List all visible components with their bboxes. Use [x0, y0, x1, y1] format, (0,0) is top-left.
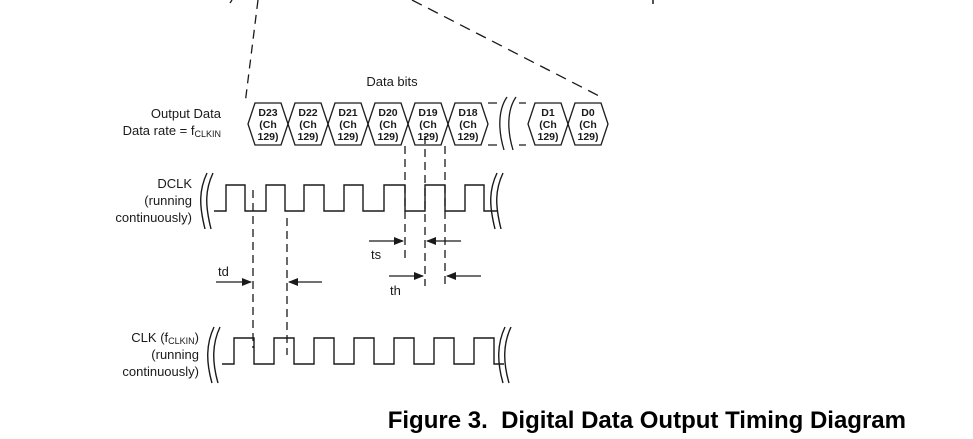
dclk-label: DCLK — [157, 176, 192, 191]
data-cell-channel: (Ch — [419, 119, 437, 131]
zoom-guide-left — [244, 0, 259, 105]
clk-signal — [222, 337, 504, 365]
clk-break-right — [498, 326, 506, 384]
data-cell-channel: (Ch — [459, 119, 477, 131]
data-cell-channel-number: 129) — [417, 131, 438, 143]
data-cell-bit: D23 — [258, 107, 277, 119]
zoom-guide-top-left-tick — [229, 0, 233, 4]
data-cell-channel-number: 129) — [537, 131, 558, 143]
figure-title: Figure 3. Digital Data Output Timing Dia… — [388, 407, 906, 434]
data-cell-outline — [447, 102, 489, 146]
data-bits-label: Data bits — [366, 74, 418, 89]
data-rate-label: Data rate = fCLKIN — [123, 123, 221, 139]
clk-break-right-2 — [504, 326, 512, 384]
data-cell-channel: (Ch — [299, 119, 317, 131]
clk-break-left-2 — [213, 326, 221, 384]
th-label: th — [390, 283, 401, 298]
data-cell-bit: D19 — [418, 107, 437, 119]
clk-label: CLK (fCLKIN) — [131, 330, 199, 346]
td-label: td — [218, 264, 229, 279]
data-cell-channel-number: 129) — [297, 131, 318, 143]
dclk-break-left-2 — [206, 172, 214, 230]
zoom-guide-right — [411, 0, 604, 99]
dclk-break-right-2 — [496, 172, 504, 230]
output-data-label: Output Data — [151, 106, 222, 121]
data-rate-prefix: Data rate = f — [123, 123, 195, 138]
clk-break-left — [207, 326, 215, 384]
data-cell-channel-number: 129) — [337, 131, 358, 143]
data-cell-bit: D21 — [338, 107, 357, 119]
data-cell-channel-number: 129) — [577, 131, 598, 143]
dclk-break-right — [490, 172, 498, 230]
data-rate-subscript: CLKIN — [194, 129, 221, 139]
data-cell-channel-number: 129) — [257, 131, 278, 143]
data-cell-channel-number: 129) — [377, 131, 398, 143]
clk-label-prefix: CLK (f — [131, 330, 168, 345]
clk-label-suffix: ) — [195, 330, 199, 345]
data-bus-break — [488, 96, 526, 151]
dclk-label-running: (running — [144, 193, 192, 208]
output-data-cells: D23(Ch129)D22(Ch129)D21(Ch129)D20(Ch129)… — [247, 102, 609, 146]
data-cell-bit: D0 — [581, 107, 595, 119]
clk-waveform — [207, 326, 512, 384]
data-cell-channel: (Ch — [379, 119, 397, 131]
ts-label: ts — [371, 247, 382, 262]
data-cell-channel: (Ch — [259, 119, 277, 131]
data-cell-channel: (Ch — [339, 119, 357, 131]
clk-label-subscript: CLKIN — [168, 336, 195, 346]
data-cell-channel: (Ch — [539, 119, 557, 131]
clk-label-running: (running — [151, 347, 199, 362]
dclk-label-continuously: continuously) — [115, 210, 192, 225]
clk-label-continuously: continuously) — [122, 364, 199, 379]
data-cell-bit: D22 — [298, 107, 317, 119]
data-cell-bit: D1 — [541, 107, 555, 119]
dclk-signal — [214, 184, 497, 212]
dclk-break-left — [200, 172, 208, 230]
data-cell-channel-number: 129) — [457, 131, 478, 143]
data-cell-channel: (Ch — [579, 119, 597, 131]
data-cell-outline — [567, 102, 609, 146]
data-cell-bit: D18 — [458, 107, 477, 119]
dclk-waveform — [200, 172, 504, 230]
data-cell-bit: D20 — [378, 107, 397, 119]
